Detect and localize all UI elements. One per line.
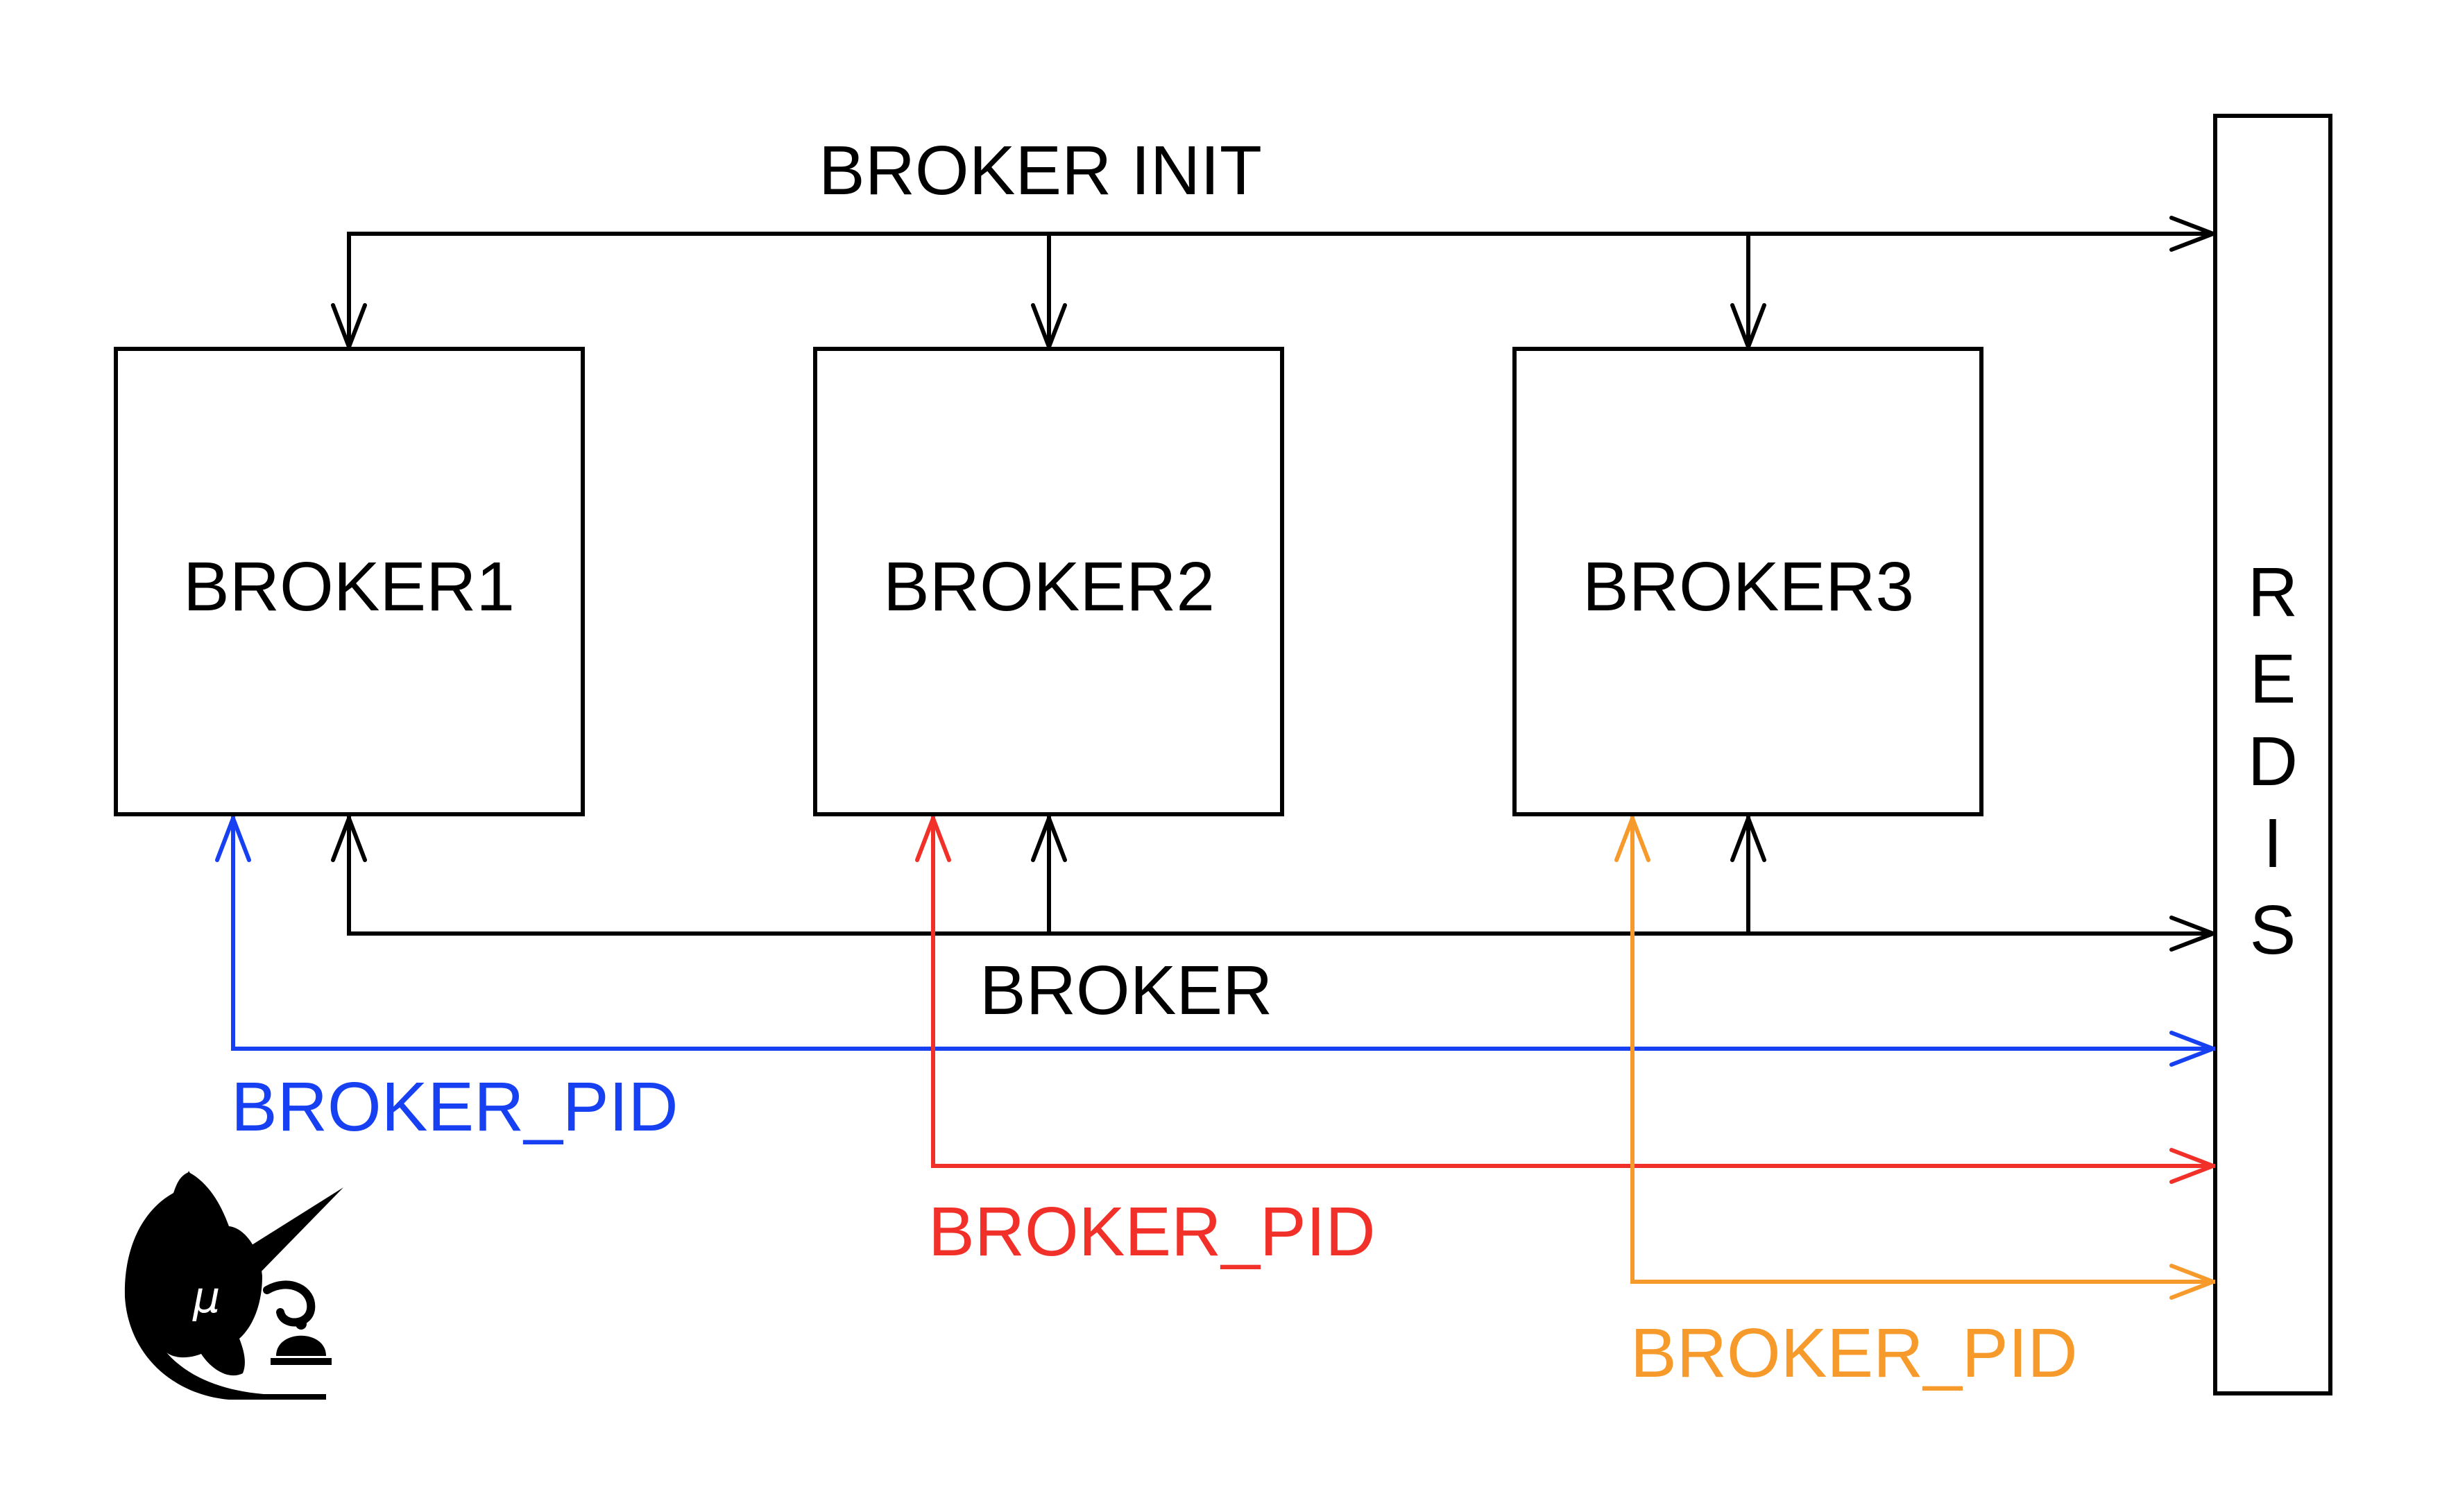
broker-init-label: BROKER INIT bbox=[819, 132, 1262, 209]
broker2-box bbox=[813, 347, 1284, 816]
pid-line-blue bbox=[231, 816, 2215, 1051]
broker1-box bbox=[114, 347, 585, 816]
svg-text:μ: μ bbox=[192, 1272, 220, 1323]
broker-init-line bbox=[347, 232, 2215, 349]
pid-connector-orange bbox=[1614, 816, 2215, 1300]
pid-label-orange: BROKER_PID bbox=[1630, 1314, 2078, 1392]
arrow-right-pid-blue bbox=[2169, 1031, 2215, 1067]
broker-init-connector bbox=[331, 216, 2215, 349]
arrow-right-redis-broker bbox=[2169, 916, 2215, 952]
redis-box bbox=[2213, 114, 2332, 1395]
arrow-up-pid-red bbox=[915, 816, 951, 862]
unicorn-logo-icon: μ bbox=[124, 1171, 343, 1400]
arrow-up-pid-orange bbox=[1614, 816, 1650, 862]
arrow-down-broker1 bbox=[331, 303, 367, 349]
arrow-down-broker2 bbox=[1031, 303, 1067, 349]
broker3-label: BROKER3 bbox=[1582, 548, 1914, 626]
redis-letter: E bbox=[2250, 640, 2296, 718]
pid-connector-red bbox=[915, 816, 2215, 1184]
broker2-label: BROKER2 bbox=[883, 548, 1215, 626]
pid-line-red bbox=[931, 816, 2215, 1168]
pid-label-red: BROKER_PID bbox=[928, 1193, 1376, 1271]
redis-letter: I bbox=[2263, 805, 2282, 882]
arrow-right-pid-orange bbox=[2169, 1264, 2215, 1300]
broker-line bbox=[347, 816, 2215, 936]
arrow-up-broker3 bbox=[1730, 816, 1766, 862]
pid-connector-blue bbox=[215, 816, 2215, 1067]
arrow-right-redis-init bbox=[2169, 216, 2215, 252]
redis-letter: R bbox=[2248, 553, 2298, 631]
broker-label: BROKER bbox=[980, 952, 1272, 1029]
arrow-up-pid-blue bbox=[215, 816, 251, 862]
broker1-label: BROKER1 bbox=[183, 548, 515, 626]
arrow-up-broker1 bbox=[331, 816, 367, 862]
pid-label-blue: BROKER_PID bbox=[231, 1068, 679, 1146]
arrow-right-pid-red bbox=[2169, 1148, 2215, 1184]
arrow-down-broker3 bbox=[1730, 303, 1766, 349]
redis-letter: S bbox=[2250, 891, 2296, 969]
broker-connector bbox=[331, 816, 2215, 952]
redis-letter: D bbox=[2248, 723, 2298, 800]
arrow-up-broker2 bbox=[1031, 816, 1067, 862]
pid-line-orange bbox=[1630, 816, 2215, 1284]
